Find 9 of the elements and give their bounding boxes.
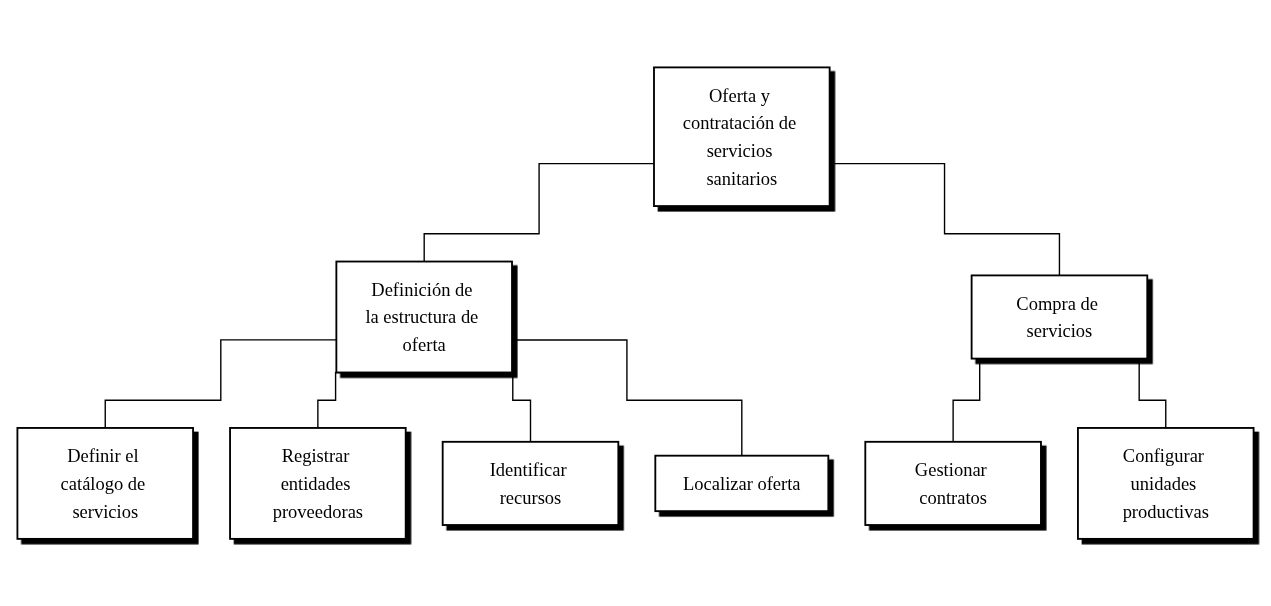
node-box: Localizar oferta [654,454,830,512]
node-box: Gestionar contratos [864,440,1042,526]
node-box: Configurar unidades productivas [1077,426,1255,540]
node-box: Definición de la estructura de oferta [335,260,513,374]
node-box: Oferta y contratación de servicios sanitarios [653,66,831,207]
node-box: Identificar recursos [441,440,620,526]
node-box: Compra de servicios [970,274,1149,360]
node-box: Definir el catálogo de servicios [16,426,194,540]
node-box: Registrar entidades proveedoras [229,426,407,540]
